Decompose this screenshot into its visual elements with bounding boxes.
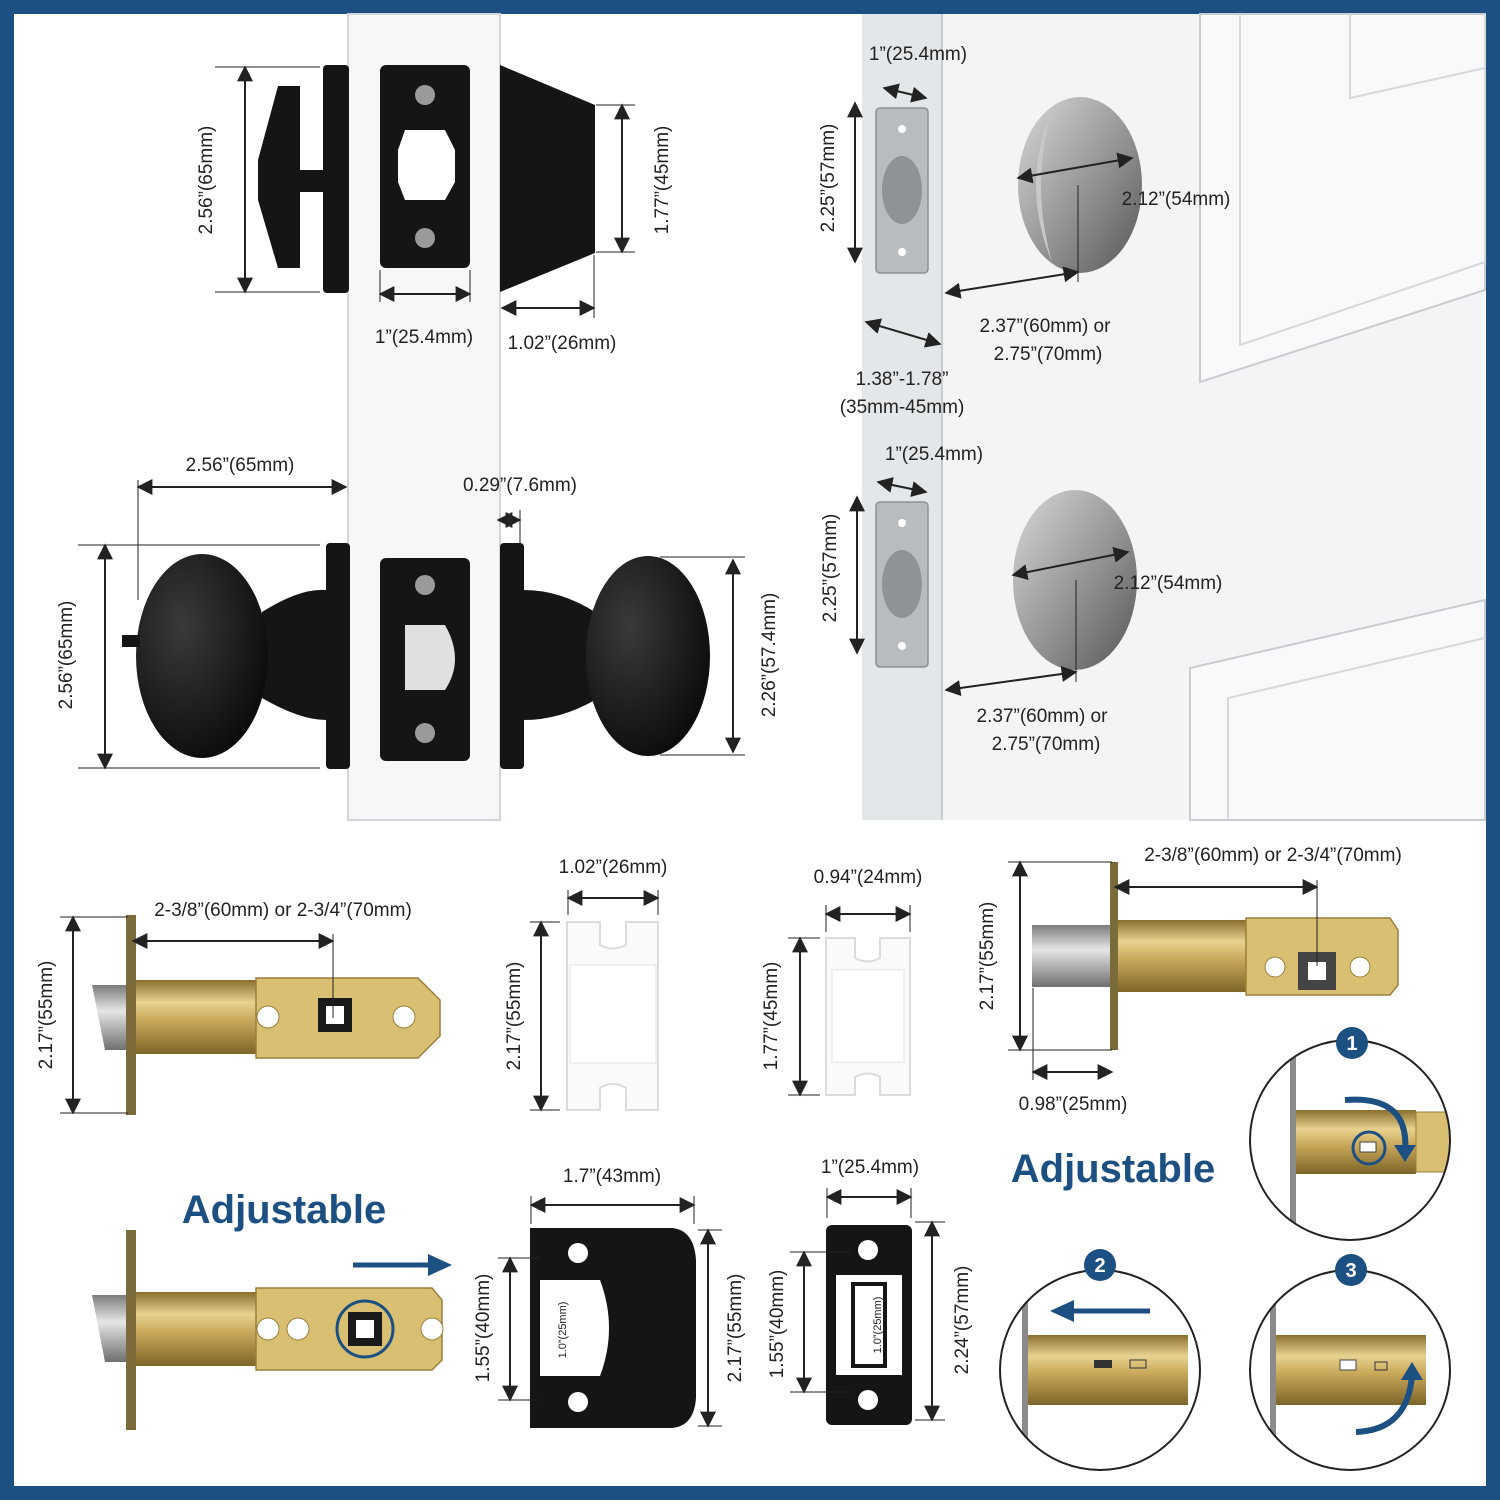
- door-thickness-line1: 1.38”-1.78”: [856, 369, 949, 390]
- door-top-backset-line2: 2.75”(70mm): [994, 344, 1103, 365]
- adjust-step-1: 1: [1249, 1027, 1451, 1241]
- latch-dimensions: 2-3/8”(60mm) or 2-3/4”(70mm) 2.17”(55mm): [36, 900, 412, 1115]
- strike-small-inner-height-label: 1.55”(40mm): [767, 1270, 788, 1379]
- latch-faceplate: [380, 558, 470, 761]
- spring-latch: [92, 915, 441, 1115]
- door-top-dimensions: 1”(25.4mm) 2.25”(57mm) 2.12”(54mm) 2.37”…: [818, 44, 1230, 418]
- strike-large-outer-height-label: 2.17”(55mm): [725, 1274, 746, 1383]
- latch-height-label: 2.17”(55mm): [36, 961, 57, 1070]
- bore-hole-top: [1018, 97, 1142, 273]
- door-bottom-backset-line1: 2.37”(60mm) or: [977, 706, 1109, 727]
- door-thickness-line2: (35mm-45mm): [840, 397, 965, 418]
- door-top-backset-line1: 2.37”(60mm) or: [980, 316, 1112, 337]
- latch-backset-label: 2-3/8”(60mm) or 2-3/4”(70mm): [154, 900, 412, 921]
- rotate-arrow-icon: [1344, 1096, 1409, 1153]
- box-plate-large-width-label: 1.02”(26mm): [559, 857, 668, 878]
- knob-height-label: 2.56”(65mm): [56, 601, 77, 710]
- knob-dimensions: 2.56”(65mm) 0.29”(7.6mm) 2.56”(65mm) 2.2…: [56, 455, 780, 770]
- box-plate-small-height-label: 1.77”(45mm): [761, 962, 782, 1071]
- screw-icon: [415, 575, 435, 595]
- door-bottom-plate-height-label: 2.25”(57mm): [820, 514, 841, 623]
- adjust-step-2: 2: [999, 1249, 1201, 1471]
- door-bottom-backset-line2: 2.75”(70mm): [992, 734, 1101, 755]
- door-bottom-bore-label: 2.12”(54mm): [1114, 573, 1223, 594]
- deadbolt-thumbturn: [258, 65, 349, 293]
- door-panel-upper: [1199, 13, 1486, 384]
- strike-small-outer-height-label: 2.24”(57mm): [952, 1266, 973, 1375]
- strike-large-width-label: 1.7”(43mm): [563, 1166, 661, 1187]
- strike-large-inner-height-label: 1.55”(40mm): [473, 1274, 494, 1383]
- screw-icon: [415, 228, 435, 248]
- bolt-backset-label: 2-3/8”(60mm) or 2-3/4”(70mm): [1144, 845, 1402, 866]
- knob-right: [500, 543, 710, 769]
- deadbolt-faceplate: [380, 65, 470, 268]
- arrow-right-icon: [353, 1254, 452, 1276]
- door-top-plate-height-label: 2.25”(57mm): [818, 124, 839, 233]
- deadbolt-bolt: [1032, 862, 1399, 1050]
- rose-gap-label: 0.29”(7.6mm): [463, 475, 577, 496]
- strike-large-opening-label: 1.0”(25mm): [557, 1302, 569, 1359]
- knob-diameter-label: 2.26”(57.4mm): [759, 593, 780, 718]
- deadbolt-strike-width-label: 1”(25.4mm): [375, 327, 473, 348]
- deadbolt-cylinder-height-label: 1.77”(45mm): [652, 126, 673, 235]
- step-2-number: 2: [1094, 1255, 1105, 1277]
- box-plate-small-width-label: 0.94”(24mm): [814, 867, 923, 888]
- door-edge-section: [122, 13, 710, 821]
- deadbolt-depth-label: 1.02”(26mm): [508, 333, 617, 354]
- bolt-dimensions: 2-3/8”(60mm) or 2-3/4”(70mm) 2.17”(55mm)…: [977, 845, 1402, 1115]
- strike-plate-small: 1.0”(25mm) 1”(25.4mm) 1.55”(40mm) 2.24”(…: [767, 1157, 973, 1425]
- adjustable-heading-left: Adjustable: [182, 1188, 386, 1232]
- box-plate-large: 1.02”(26mm) 2.17”(55mm): [504, 857, 668, 1112]
- arrow-left-icon: [1050, 1300, 1150, 1322]
- step-badge-2: [1084, 1249, 1116, 1281]
- door-bottom-dimensions: 1”(25.4mm) 2.25”(57mm) 2.12”(54mm) 2.37”…: [820, 444, 1222, 755]
- box-plate-large-height-label: 2.17”(55mm): [504, 962, 525, 1071]
- step-1-number: 1: [1346, 1033, 1357, 1055]
- rotate-arrow-icon: [1355, 1374, 1415, 1435]
- adjustable-latch: [92, 1230, 444, 1430]
- strike-small-opening-label: 1.0”(25mm): [872, 1297, 884, 1354]
- step-badge-1: [1336, 1027, 1368, 1059]
- bolt-throw-label: 0.98”(25mm): [1019, 1094, 1128, 1115]
- strike-plate-large: 1.0”(25mm) 1.7”(43mm) 1.55”(40mm) 2.17”(…: [473, 1166, 746, 1428]
- door-bottom-plate-width-label: 1”(25.4mm): [885, 444, 983, 465]
- step-badge-3: [1335, 1254, 1367, 1286]
- door-top-bore-label: 2.12”(54mm): [1122, 189, 1231, 210]
- knob-projection-label: 2.56”(65mm): [186, 455, 295, 476]
- deadbolt-height-label: 2.56”(65mm): [196, 126, 217, 235]
- bolt-height-label: 2.17”(55mm): [977, 902, 998, 1011]
- screw-icon: [415, 723, 435, 743]
- strike-small-width-label: 1”(25.4mm): [821, 1157, 919, 1178]
- knob-left: [122, 543, 350, 769]
- door-top-plate-width-label: 1”(25.4mm): [869, 44, 967, 65]
- adjust-step-3: 3: [1249, 1254, 1451, 1471]
- deadbolt-cylinder: [500, 65, 595, 292]
- box-plate-small: 0.94”(24mm) 1.77”(45mm): [761, 867, 923, 1097]
- step-3-number: 3: [1345, 1260, 1356, 1282]
- deadbolt-dimensions: 2.56”(65mm) 1.77”(45mm) 1”(25.4mm) 1.02”…: [196, 65, 673, 354]
- screw-icon: [415, 85, 435, 105]
- adjustable-heading-right: Adjustable: [1011, 1147, 1215, 1191]
